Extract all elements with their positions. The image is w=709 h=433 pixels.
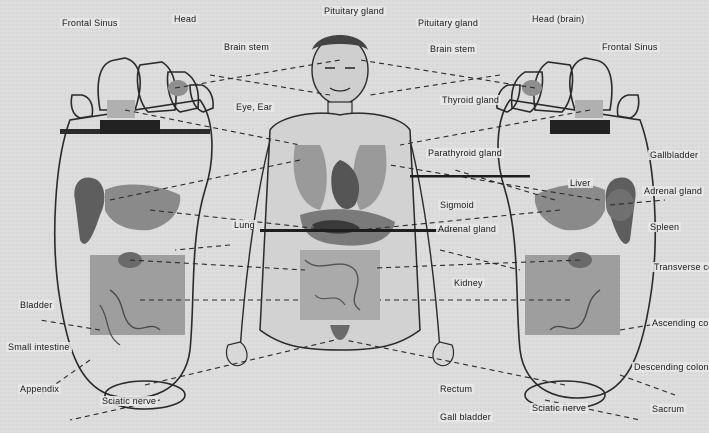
label-kidney: Kidney: [452, 278, 485, 288]
right-foot-dark-band: [550, 120, 610, 134]
left-foot-dark-band: [100, 120, 160, 134]
label-heel-left: Sciatic nerve: [100, 396, 158, 406]
label-gall-bladder-lower: Gall bladder: [438, 412, 493, 422]
label-appendix: Appendix: [18, 384, 61, 394]
left-intestine-reflex: [90, 255, 185, 335]
label-liver: Liver: [568, 178, 593, 188]
right-hand: [433, 342, 454, 366]
label-lung: Lung: [232, 220, 257, 230]
left-hand: [226, 342, 247, 366]
label-brain-stem-right: Brain stem: [428, 44, 477, 54]
label-head-brain-right: Head (brain): [530, 14, 586, 24]
label-gallbladder: Gallbladder: [648, 150, 700, 160]
label-descending-colon: Descending colon: [632, 362, 709, 372]
label-sacrum: Sacrum: [650, 404, 686, 414]
label-bladder: Bladder: [18, 300, 54, 310]
diaphragm-line: [260, 229, 460, 232]
intestines: [300, 250, 380, 320]
label-rectum: Rectum: [438, 384, 474, 394]
label-ascending-colon: Ascending colon: [650, 318, 709, 328]
label-frontal-sinus-right: Frontal Sinus: [600, 42, 660, 52]
label-heel-right: Sciatic nerve: [530, 403, 588, 413]
label-adrenal-gland-center: Adrenal gland: [436, 224, 498, 234]
label-eye-ear: Eye, Ear: [234, 102, 274, 112]
label-thyroid-gland: Thyroid gland: [440, 95, 501, 105]
label-pituitary-gland-right: Pituitary gland: [416, 18, 480, 28]
parathyroid-line: [410, 175, 530, 178]
label-pituitary-gland: Pituitary gland: [322, 6, 386, 16]
label-brain-stem-left: Brain stem: [222, 42, 271, 52]
label-parathyroid-gland: Parathyroid gland: [426, 148, 504, 158]
label-spleen: Spleen: [648, 222, 681, 232]
label-frontal-sinus-left: Frontal Sinus: [60, 18, 120, 28]
label-adrenal-gland-right: Adrenal gland: [642, 186, 704, 196]
right-intestine-reflex: [525, 255, 620, 335]
label-head-left: Head: [172, 14, 198, 24]
label-small-intestine: Small intestine: [6, 342, 72, 352]
label-transverse-colon: Transverse colon: [652, 262, 709, 272]
label-sigmoid: Sigmoid: [438, 200, 476, 210]
